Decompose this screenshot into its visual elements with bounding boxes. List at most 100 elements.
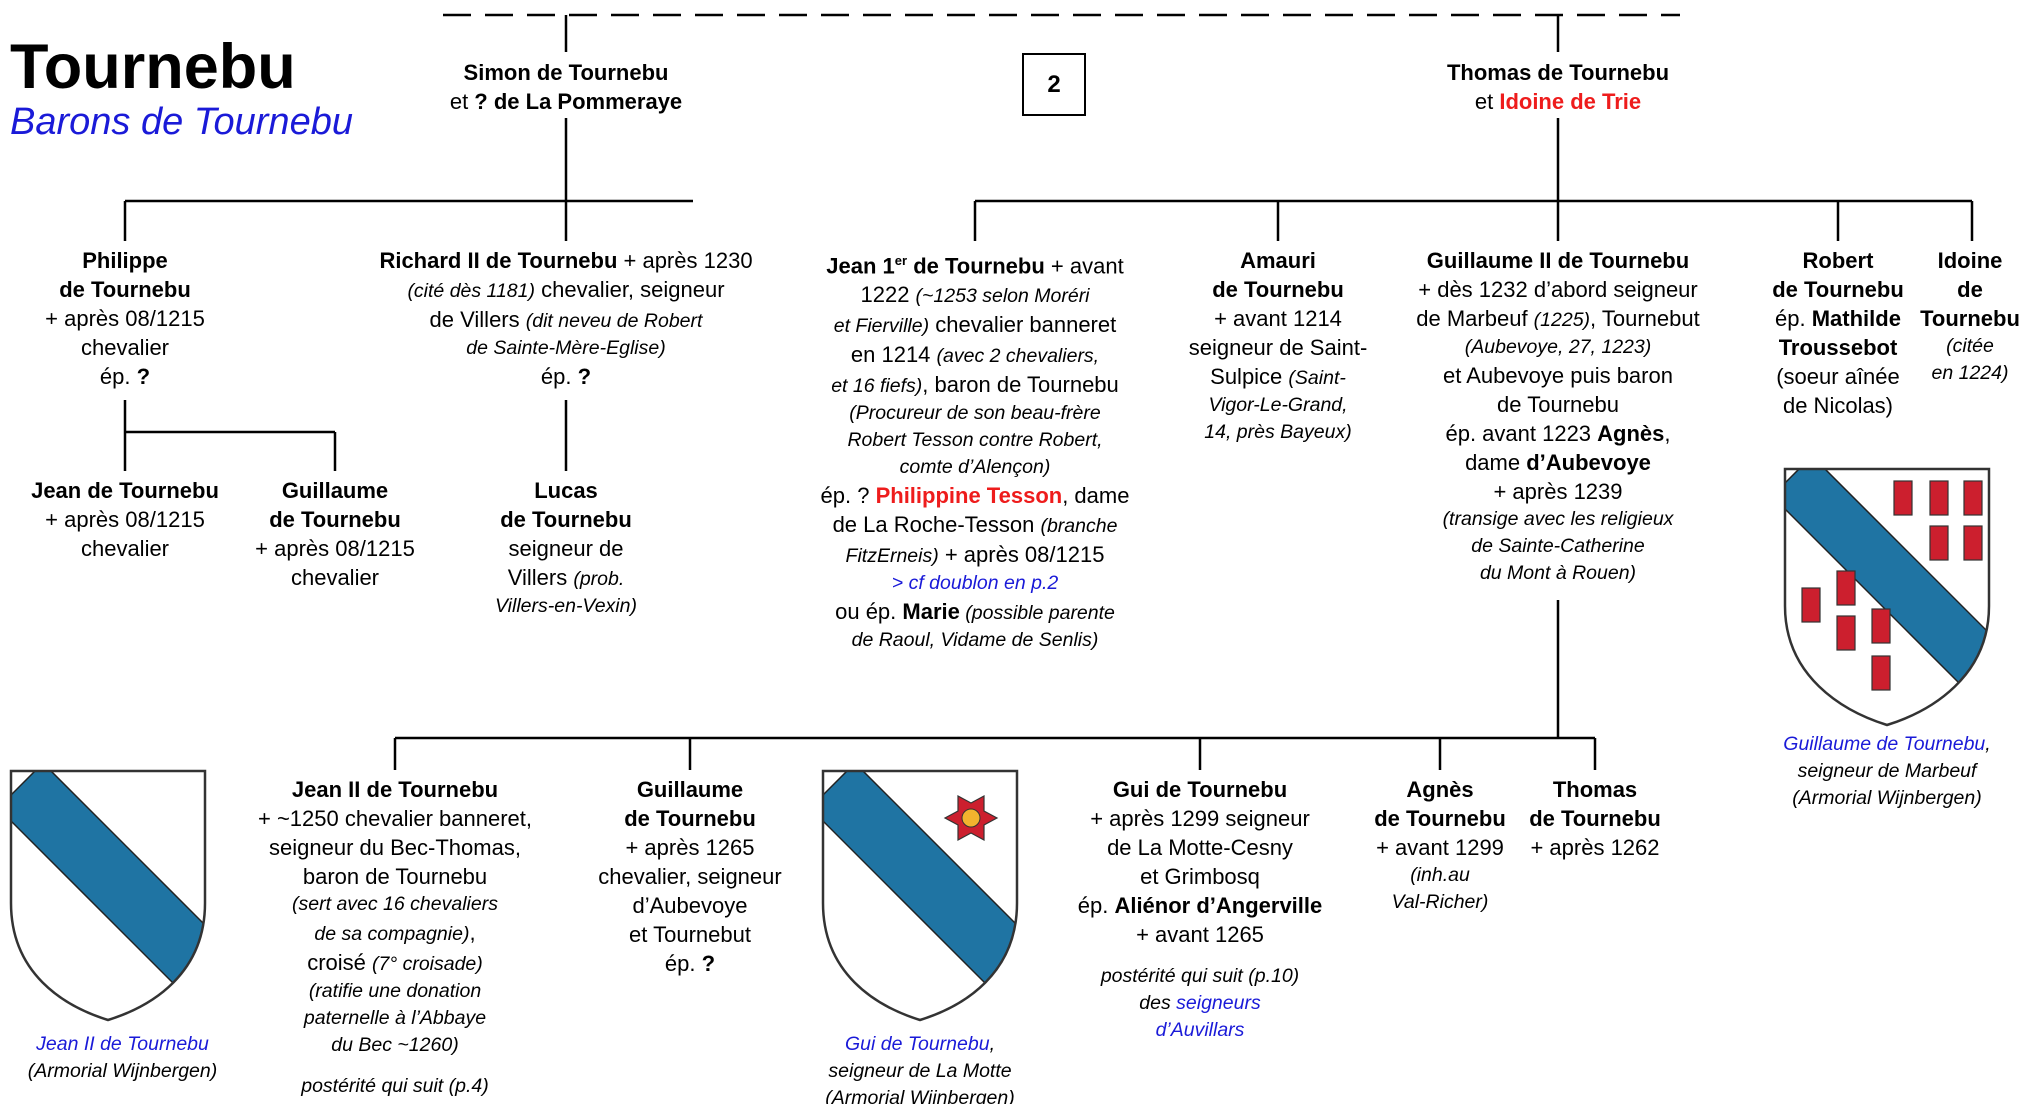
note: (possible parente: [959, 602, 1115, 625]
person-name: Guillaume: [281, 478, 389, 503]
title: de Villers: [429, 307, 526, 332]
title: chevalier: [80, 335, 170, 360]
caption-source: (Armorial Wijnbergen): [1792, 787, 1982, 809]
bend-stripe: [823, 771, 1017, 1000]
marriage-label: ép.: [540, 364, 578, 389]
death-date: + après 08/1215: [255, 536, 415, 561]
conjunction: et: [449, 89, 475, 114]
spouse-name: Mathilde: [1811, 306, 1901, 331]
title: + dès 1232 d’abord seigneur: [1418, 277, 1698, 302]
person-name: Thomas: [1552, 777, 1638, 802]
title: chevalier: [80, 536, 170, 561]
person-amauri: Amauri de Tournebu + avant 1214 seigneur…: [1168, 246, 1388, 446]
title: Villers: [507, 565, 574, 590]
rustre: [1929, 480, 1949, 516]
caption-name: Guillaume de Tournebu: [1783, 733, 1986, 755]
person-name: Idoine: [1937, 248, 2003, 273]
person-name: Thomas de Tournebu: [1446, 60, 1670, 85]
person-name: Jean de Tournebu: [31, 478, 219, 503]
caption-gui: Gui de Tournebu, seigneur de La Motte (A…: [800, 1031, 1040, 1104]
death-date: + après 08/1215: [45, 306, 205, 331]
rustre: [1963, 480, 1983, 516]
title: baron de Tournebu: [302, 864, 488, 889]
note: de sa compagnie): [314, 923, 470, 945]
punctuation: ,: [989, 1033, 995, 1055]
title: , Tournebut: [1590, 306, 1700, 331]
note: (1225): [1533, 309, 1591, 331]
note: (inh.au: [1410, 864, 1470, 886]
person-jean-1er: Jean 1er de Tournebu + avant 1222 (~1253…: [780, 246, 1170, 654]
seigneurs-link[interactable]: seigneurs: [1176, 992, 1261, 1014]
note: Vigor-Le-Grand,: [1208, 394, 1348, 416]
person-name: Guillaume II de Tournebu: [1426, 248, 1690, 273]
note: de Nicolas): [1782, 393, 1894, 418]
marriage-label: ép. ?: [820, 483, 876, 509]
spouse-name: ?: [577, 364, 592, 389]
page-subtitle: Barons de Tournebu: [10, 101, 353, 143]
death-date: + après 1299 seigneur: [1090, 806, 1310, 831]
note: comte d’Alençon): [899, 456, 1051, 479]
note: (cité dès 1181): [407, 280, 535, 302]
spouse-title: d’Aubevoye: [1526, 450, 1651, 475]
person-name: de Tournebu: [269, 507, 401, 532]
title: seigneur de Saint-: [1188, 335, 1368, 360]
marriage-label: ép. avant 1223: [1445, 421, 1598, 446]
spouse-name: Aliénor d’Angerville: [1114, 893, 1323, 918]
title: de Marbeuf: [1416, 306, 1534, 331]
ordinal: er: [894, 253, 908, 268]
title: de La Roche-Tesson: [832, 512, 1041, 538]
title: seigneur de: [508, 536, 624, 561]
death-date: + après 1239: [1493, 479, 1623, 504]
person-name: Tournebu: [1920, 306, 2020, 331]
caption-guillaume: Guillaume de Tournebu, seigneur de Marbe…: [1757, 731, 2017, 812]
person-philippe: Philippe de Tournebu + après 08/1215 che…: [15, 246, 235, 391]
person-guillaume-aubevoye: Guillaume de Tournebu + après 1265 cheva…: [580, 775, 800, 978]
marriage-label: ép.: [1077, 893, 1115, 918]
caption-jean-ii: Jean II de Tournebu (Armorial Wijnbergen…: [0, 1031, 245, 1085]
caption-name: Jean II de Tournebu: [36, 1033, 209, 1055]
marriage-label: ép.: [99, 364, 137, 389]
caption-title: seigneur de Marbeuf: [1797, 760, 1977, 782]
page-number-box: 2: [1022, 53, 1086, 116]
spouse-name: ? de La Pommeraye: [474, 89, 683, 114]
note: de Sainte-Catherine: [1471, 535, 1645, 557]
person-idoine: Idoine de Tournebu (citée en 1224): [1914, 246, 2026, 387]
title: de La Motte-Cesny: [1107, 835, 1293, 860]
coat-of-arms-guillaume: [1783, 467, 1991, 727]
person-name: de Tournebu: [907, 253, 1045, 279]
rustre: [1836, 570, 1856, 606]
person-name: de: [1957, 277, 1983, 302]
caption-source: (Armorial Wijnbergen): [825, 1087, 1015, 1104]
title: chevalier, seigneur: [598, 864, 782, 889]
star-icon: [943, 794, 999, 842]
person-name: Jean II de Tournebu: [291, 777, 499, 802]
person-thomas-child: Thomas de Tournebu + après 1262: [1515, 775, 1675, 862]
death-date: + avant 1214: [1214, 306, 1342, 331]
caption-title: seigneur de La Motte: [828, 1060, 1012, 1082]
person-guillaume-ii: Guillaume II de Tournebu + dès 1232 d’ab…: [1378, 246, 1738, 587]
spouse-name: Philippine Tesson: [875, 483, 1063, 509]
seigneurs-link[interactable]: d’Auvillars: [1155, 1019, 1245, 1041]
death-date: + avant 1265: [1136, 922, 1264, 947]
conjunction: et: [1474, 89, 1500, 114]
rustre: [1836, 615, 1856, 651]
note: (transige avec les religieux: [1442, 508, 1674, 530]
person-guillaume-de-tournebu: Guillaume de Tournebu + après 08/1215 ch…: [225, 476, 445, 592]
spouse-name: Agnès: [1597, 421, 1665, 446]
cross-reference-link[interactable]: > cf doublon en p.2: [891, 572, 1059, 595]
note: (avec 2 chevaliers,: [936, 345, 1100, 368]
note: et 16 fiefs): [831, 375, 923, 398]
title: seigneur du Bec-Thomas,: [269, 835, 521, 860]
person-name: de Tournebu: [500, 507, 632, 532]
rustre: [1963, 525, 1983, 561]
person-name: Amauri: [1240, 248, 1316, 273]
death-date: + après 1265: [625, 835, 755, 860]
person-gui: Gui de Tournebu + après 1299 seigneur de…: [1060, 775, 1340, 1044]
title: croisé: [307, 950, 373, 975]
spouse-name: Idoine de Trie: [1499, 89, 1642, 114]
death-date: + après 08/1215: [938, 542, 1105, 568]
note: (~1253 selon Moréri: [915, 285, 1090, 308]
note: (Aubevoye, 27, 1223): [1464, 336, 1652, 358]
note: et Fierville): [833, 315, 930, 338]
note: de Raoul, Vidame de Senlis): [851, 629, 1099, 652]
